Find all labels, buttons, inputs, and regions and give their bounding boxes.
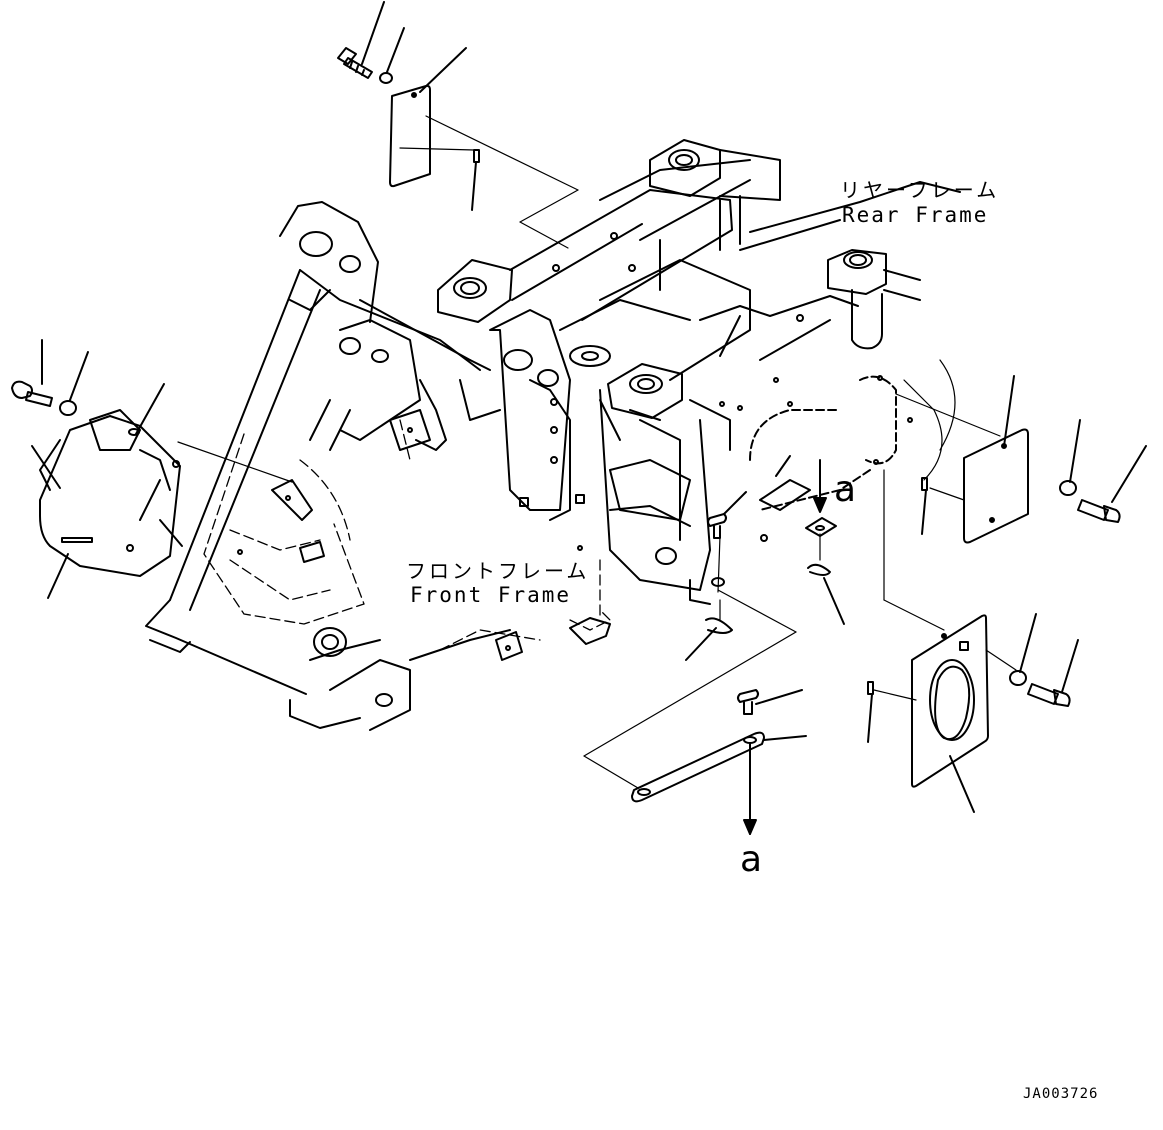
- inspection-cover-assembly: [867, 613, 1079, 813]
- top-cover-assembly: [337, 1, 579, 249]
- drawing-code: JA003726: [1023, 1086, 1099, 1102]
- bolt-top: [337, 47, 373, 79]
- rear-frame-label-en: Rear Frame: [842, 203, 989, 227]
- right-cover-assembly: [883, 375, 1147, 631]
- rear-frame-label-jp: リヤーフレーム: [840, 178, 1000, 202]
- washer-left: [59, 400, 77, 416]
- label-tag-top: [473, 149, 480, 163]
- pin-upper: [707, 491, 747, 539]
- washer-right: [1059, 480, 1077, 496]
- washer-lower-right: [1009, 670, 1027, 686]
- label-tag-right: [921, 477, 928, 491]
- cover-plate-top: [389, 84, 431, 188]
- view-marker-a-lower: a: [740, 839, 763, 880]
- bolt-left: [11, 380, 53, 407]
- pin-lower: [737, 689, 803, 715]
- lock-bar-assembly: [583, 455, 845, 835]
- clip-right: [807, 563, 831, 576]
- bolt-right: [1077, 499, 1121, 523]
- rear-frame: [437, 139, 961, 511]
- clip-left: [705, 617, 733, 634]
- front-frame-label-en: Front Frame: [410, 583, 572, 607]
- label-tag-lower-right: [867, 681, 874, 695]
- cover-plate-right: [963, 428, 1029, 544]
- view-marker-a-upper: a: [834, 469, 857, 510]
- left-cover-assembly: [11, 339, 293, 599]
- inspection-cover-plate: [911, 614, 989, 788]
- cover-plate-left: [39, 415, 181, 577]
- bolt-lower-right: [1027, 683, 1071, 707]
- front-frame: [145, 201, 743, 731]
- washer-top: [379, 72, 393, 84]
- lock-bar: [631, 731, 765, 803]
- front-frame-label-jp: フロントフレーム: [406, 559, 590, 583]
